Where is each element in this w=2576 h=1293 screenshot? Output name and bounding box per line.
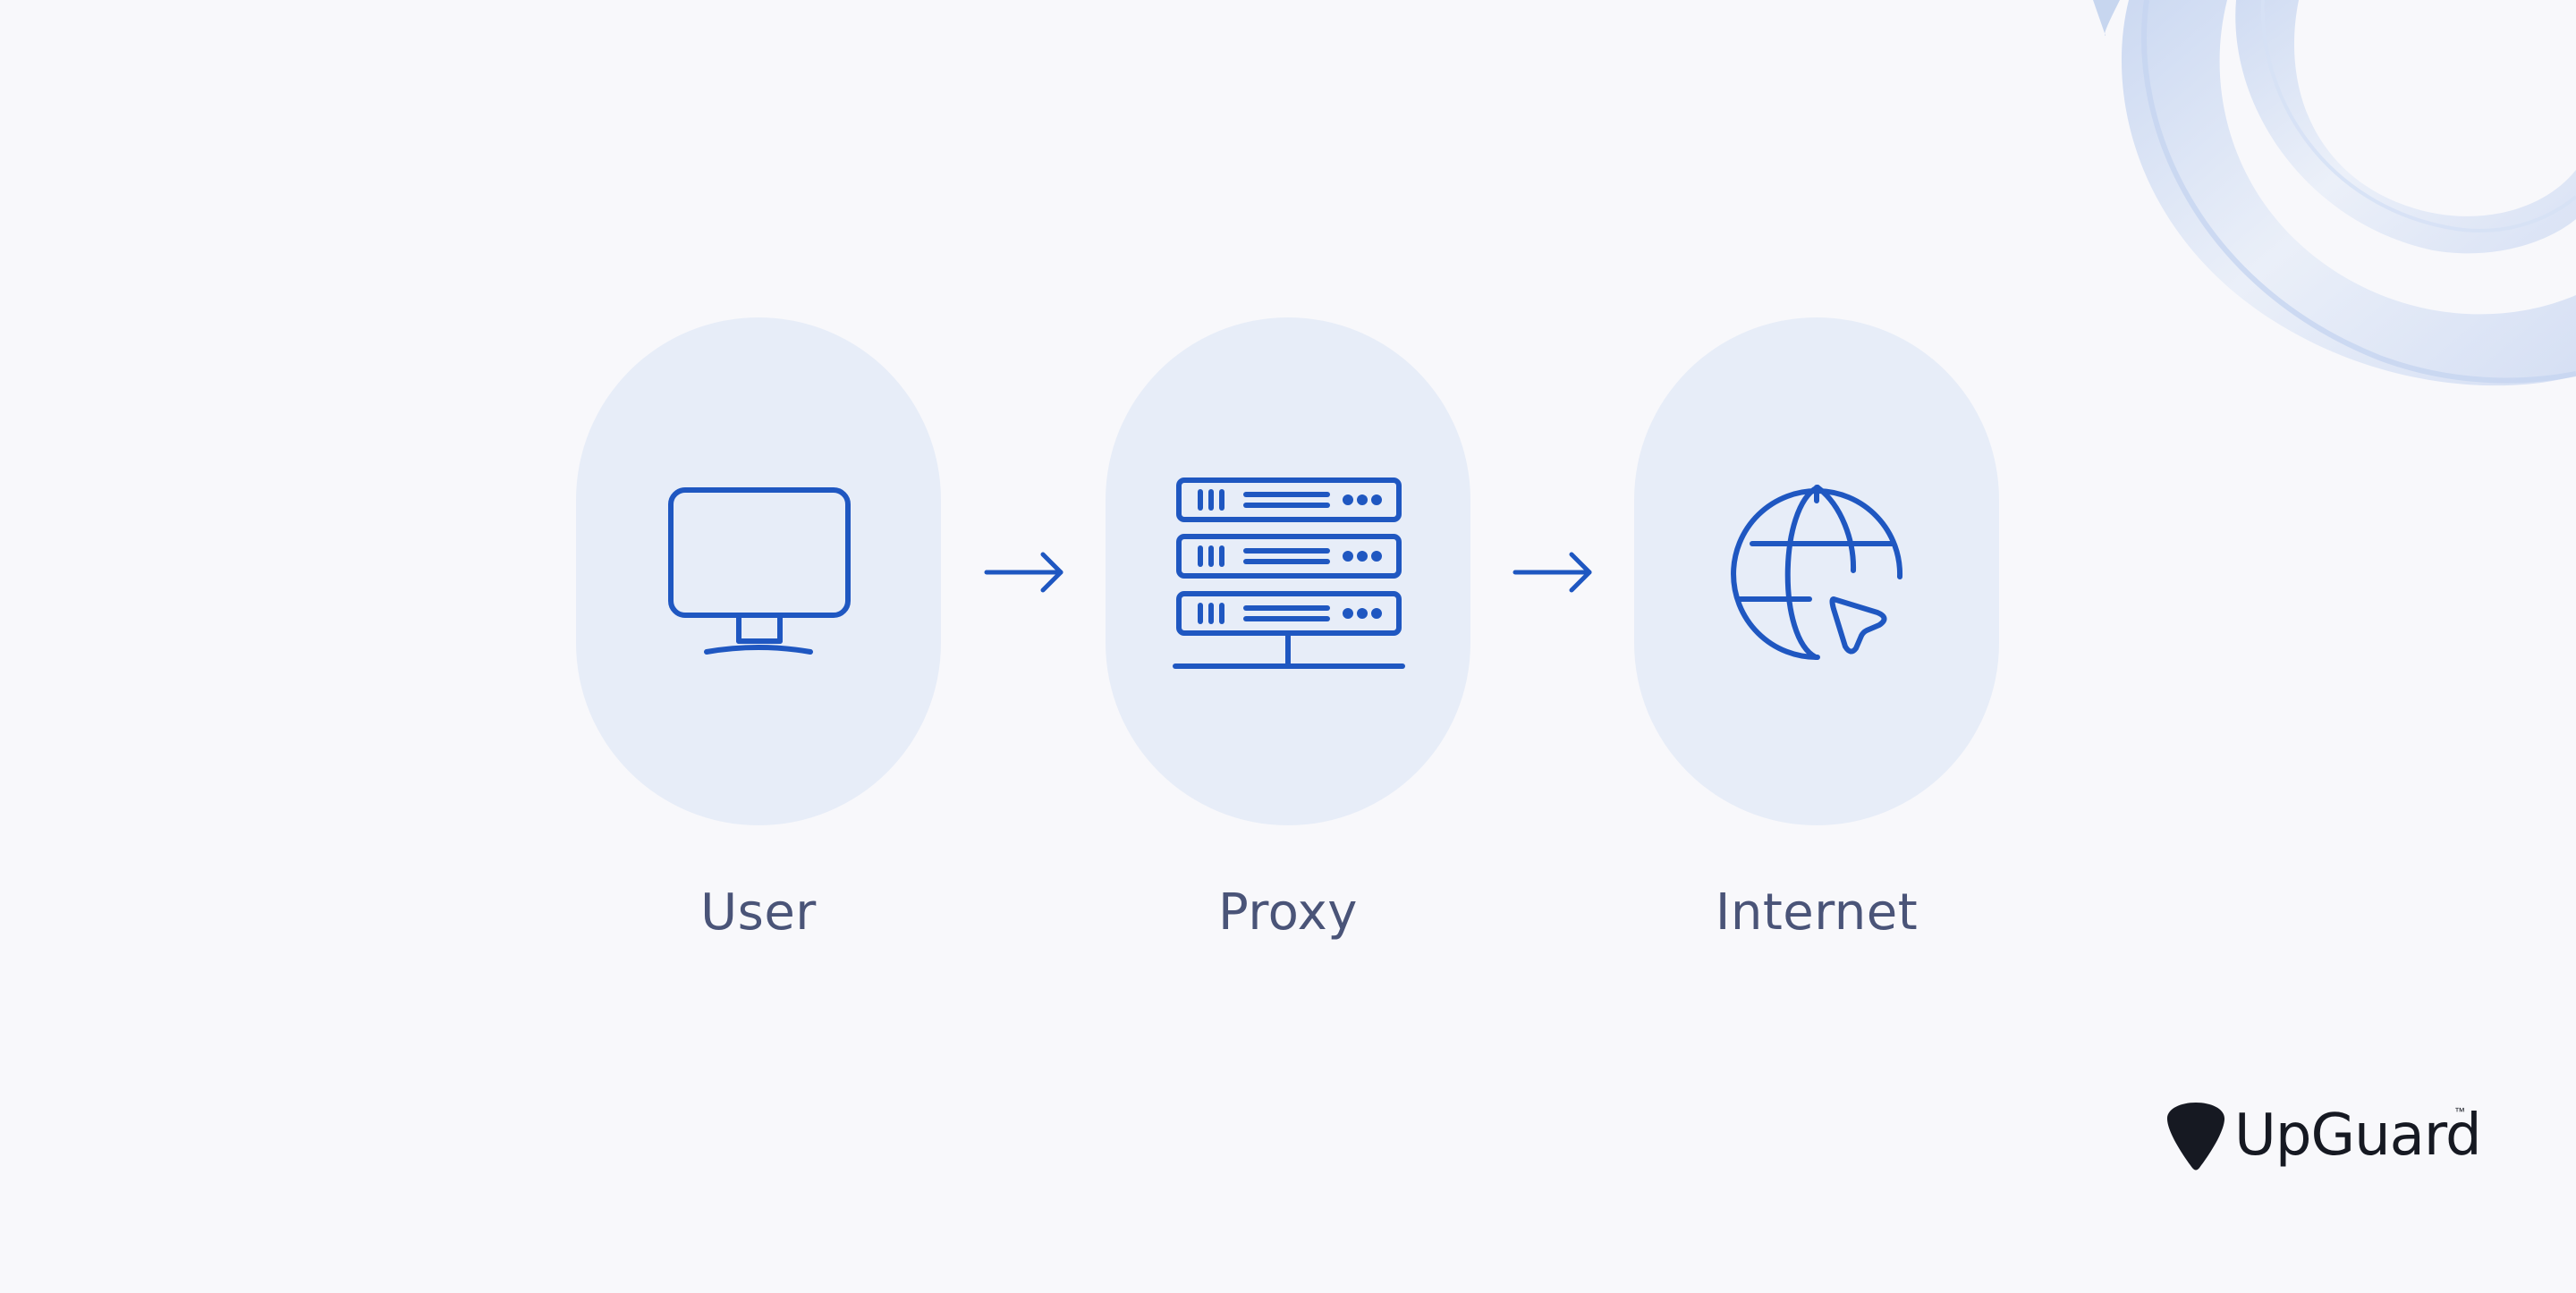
server-rack-icon bbox=[1173, 477, 1405, 669]
internet-node bbox=[1634, 317, 1999, 825]
proxy-node bbox=[1106, 317, 1470, 825]
internet-label: Internet bbox=[1715, 883, 1919, 942]
upguard-logo: UpGuard ™ bbox=[2165, 1100, 2482, 1171]
user-label: User bbox=[700, 883, 817, 942]
arrow-right-icon bbox=[1513, 552, 1592, 593]
user-node bbox=[576, 317, 941, 825]
monitor-icon bbox=[668, 487, 851, 655]
brand-name: UpGuard bbox=[2234, 1103, 2482, 1169]
trademark-symbol: ™ bbox=[2454, 1105, 2465, 1118]
proxy-label: Proxy bbox=[1218, 883, 1358, 942]
guitar-pick-icon bbox=[2166, 1103, 2225, 1170]
decorative-ring-graphic bbox=[2093, 0, 2576, 386]
arrow-right-icon bbox=[984, 552, 1063, 593]
globe-cursor-icon bbox=[1731, 485, 1903, 661]
